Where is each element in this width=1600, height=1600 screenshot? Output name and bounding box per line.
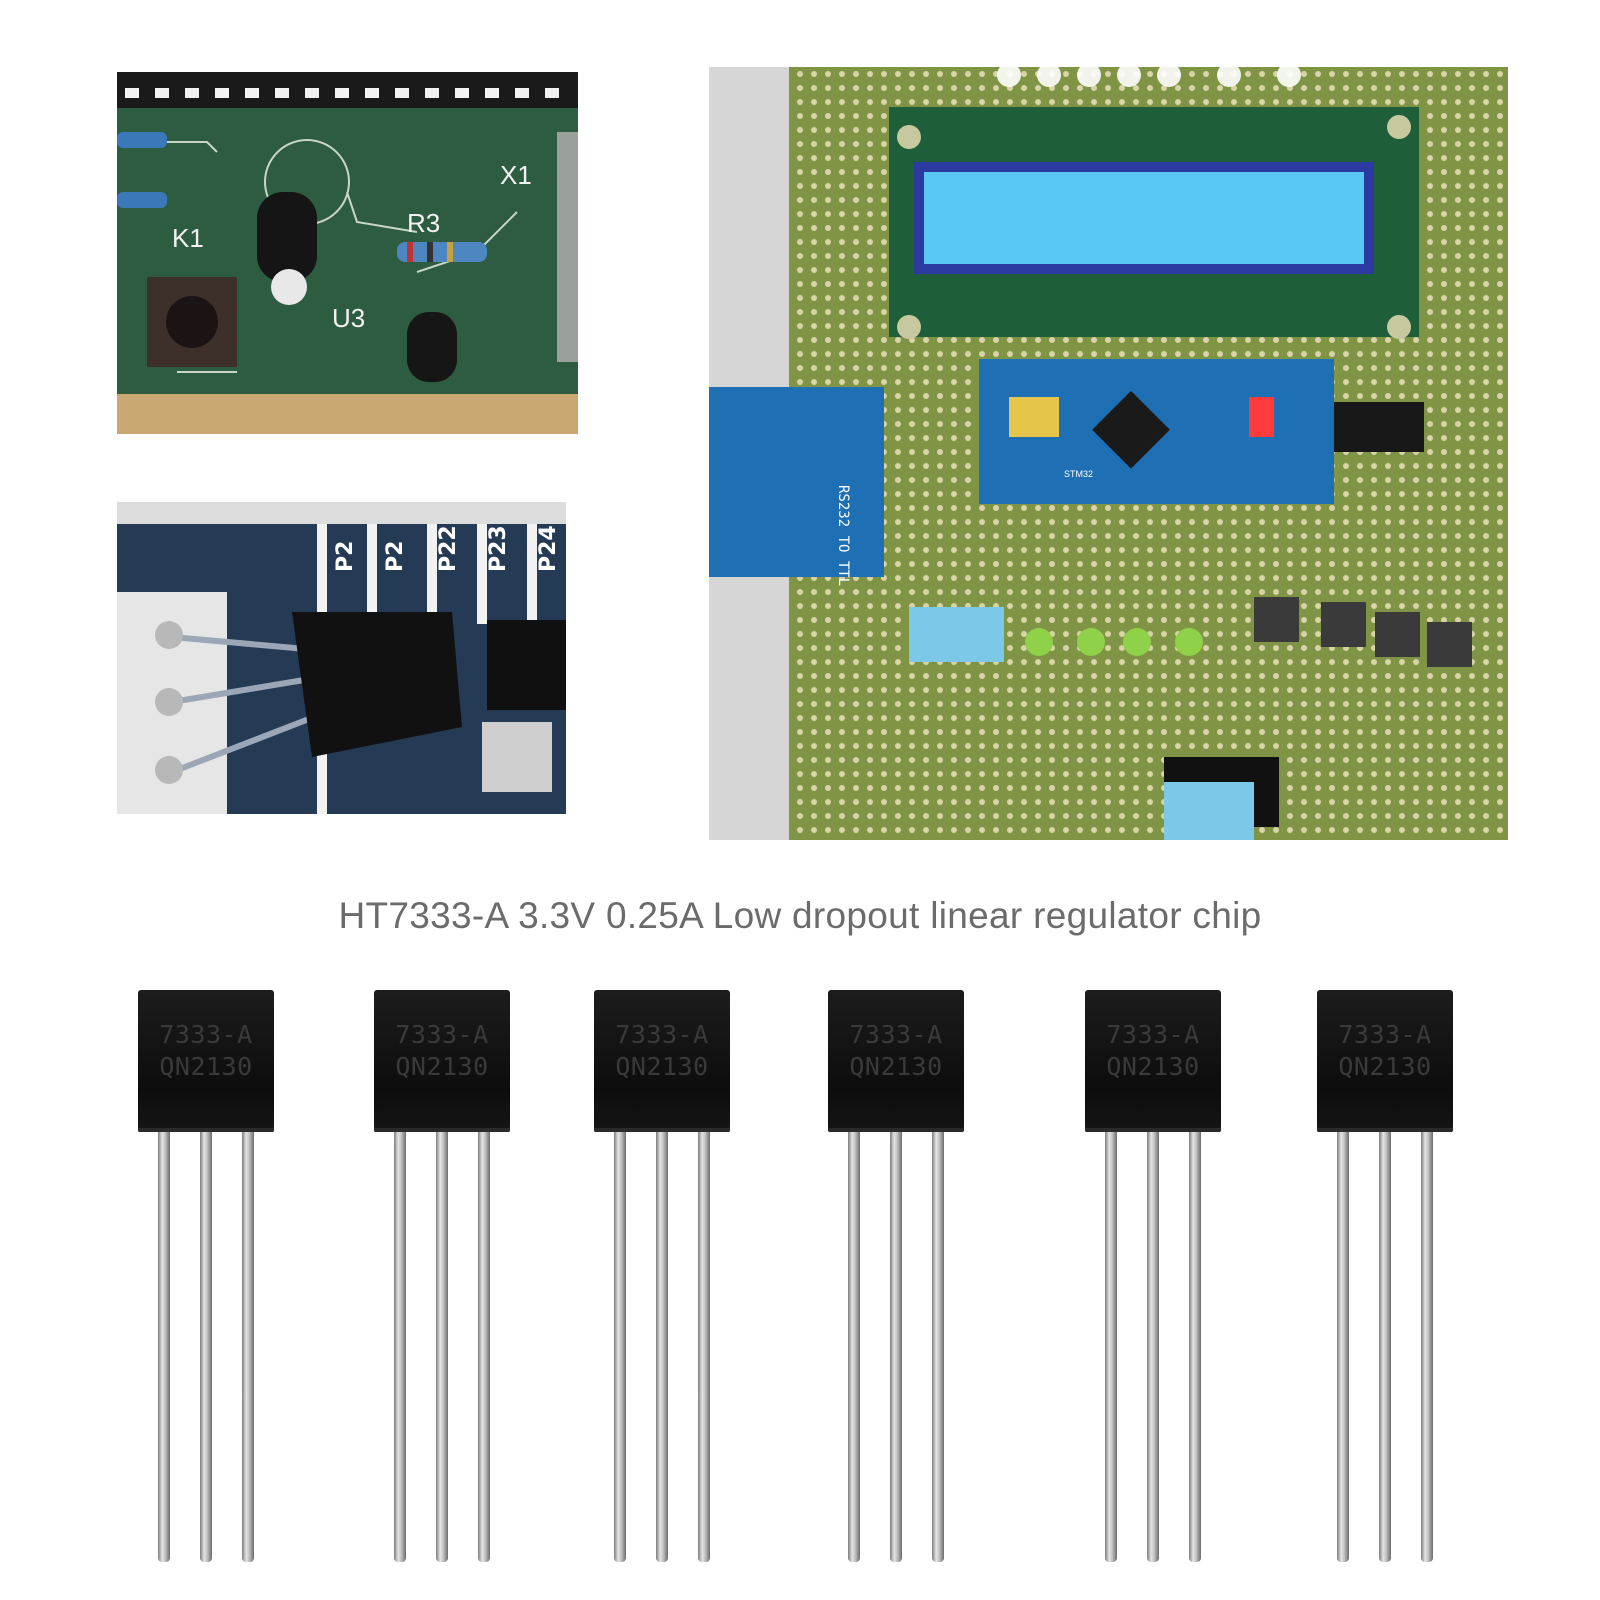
- chip-marking-line1: 7333-A: [849, 1020, 943, 1049]
- regulator-closeup-image: P2 P2 P22 P23 P24: [117, 502, 566, 814]
- regulator-closeup-photo: P2 P2 P22 P23 P24: [117, 502, 566, 814]
- regulator-chip: 7333-A QN2130: [1307, 990, 1457, 1570]
- chip-body: 7333-A QN2130: [828, 990, 964, 1132]
- regulator-chip: 7333-A QN2130: [1075, 990, 1225, 1570]
- chip-row: 7333-A QN2130 7333-A QN2130 7333-A QN213…: [0, 990, 1600, 1580]
- silkscreen-p23: P23: [486, 525, 511, 572]
- chip-body: 7333-A QN2130: [138, 990, 274, 1132]
- chip-marking-line2: QN2130: [395, 1052, 489, 1081]
- chip-lead: [848, 1132, 860, 1562]
- chip-lead: [1189, 1132, 1201, 1562]
- silkscreen-p22: P22: [436, 525, 461, 572]
- silkscreen-u3: U3: [332, 303, 365, 333]
- silkscreen-x1: X1: [500, 160, 532, 190]
- regulator-chip: 7333-A QN2130: [128, 990, 278, 1570]
- chip-marking-line2: QN2130: [615, 1052, 709, 1081]
- chip-lead: [1147, 1132, 1159, 1562]
- chip-lead: [242, 1132, 254, 1562]
- silkscreen-k1: K1: [172, 223, 204, 253]
- pcb-closeup-image: K1 R3 U3 X1: [117, 72, 578, 434]
- chip-marking-line2: QN2130: [1106, 1052, 1200, 1081]
- chip-body: 7333-A QN2130: [1085, 990, 1221, 1132]
- chip-lead: [932, 1132, 944, 1562]
- chip-marking-line1: 7333-A: [1106, 1020, 1200, 1049]
- chip-lead: [1379, 1132, 1391, 1562]
- chip-lead: [1421, 1132, 1433, 1562]
- chip-body: 7333-A QN2130: [1317, 990, 1453, 1132]
- chip-marking-line1: 7333-A: [1338, 1020, 1432, 1049]
- chip-marking-line1: 7333-A: [159, 1020, 253, 1049]
- silkscreen-p24: P24: [536, 525, 561, 572]
- silkscreen-p2a: P2: [333, 541, 358, 572]
- chip-lead: [890, 1132, 902, 1562]
- chip-marking-line2: QN2130: [159, 1052, 253, 1081]
- pcb-closeup-photo: K1 R3 U3 X1: [117, 72, 578, 434]
- chip-marking-line2: QN2130: [849, 1052, 943, 1081]
- chip-marking-line1: 7333-A: [615, 1020, 709, 1049]
- chip-lead: [436, 1132, 448, 1562]
- chip-marking-line2: QN2130: [1338, 1052, 1432, 1081]
- chip-body: 7333-A QN2130: [374, 990, 510, 1132]
- rs232-module-label: RS232 TO TTL: [835, 485, 851, 586]
- chip-marking-line1: 7333-A: [395, 1020, 489, 1049]
- chip-lead: [158, 1132, 170, 1562]
- regulator-chip: 7333-A QN2130: [584, 990, 734, 1570]
- product-caption: HT7333-A 3.3V 0.25A Low dropout linear r…: [338, 895, 1262, 936]
- chip-lead: [698, 1132, 710, 1562]
- breadboard-project-image: RS232 TO TTL STM32: [709, 67, 1508, 840]
- chip-lead: [394, 1132, 406, 1562]
- chip-lead: [614, 1132, 626, 1562]
- chip-lead: [200, 1132, 212, 1562]
- silkscreen-r3: R3: [407, 208, 440, 238]
- chip-body: 7333-A QN2130: [594, 990, 730, 1132]
- regulator-chip: 7333-A QN2130: [364, 990, 514, 1570]
- chip-lead: [478, 1132, 490, 1562]
- chip-lead: [1337, 1132, 1349, 1562]
- chip-lead: [656, 1132, 668, 1562]
- regulator-chip: 7333-A QN2130: [818, 990, 968, 1570]
- stm32-board-label: STM32: [1064, 469, 1093, 479]
- chip-lead: [1105, 1132, 1117, 1562]
- breadboard-project-photo: RS232 TO TTL STM32: [709, 67, 1508, 840]
- silkscreen-p2b: P2: [383, 541, 408, 572]
